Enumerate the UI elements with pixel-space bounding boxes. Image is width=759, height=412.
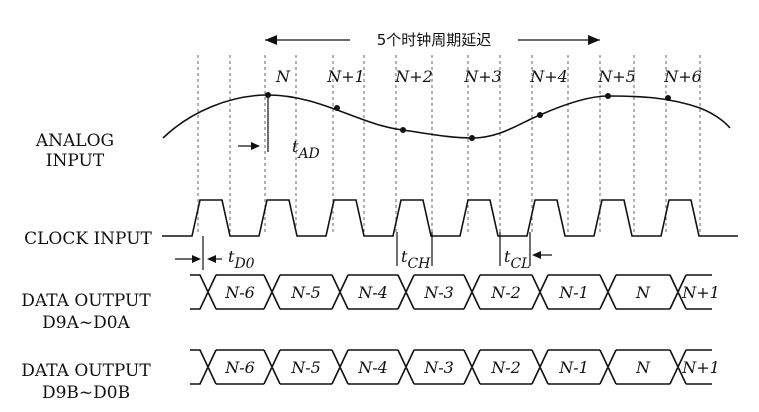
- sample-point: [665, 95, 671, 101]
- sample-label: N+1: [326, 67, 365, 86]
- bus-b-data-word: N: [635, 358, 651, 377]
- bus-b-data-word: N-3: [423, 358, 454, 377]
- data-output-b-label-2: D9B~D0B: [42, 383, 130, 403]
- sample-point: [469, 135, 475, 141]
- latency-annotation: 5个时钟周期延迟: [265, 31, 600, 49]
- data-output-a-label-2: D9A~D0A: [42, 313, 130, 333]
- data-bus-b: N-6 N-5 N-4 N-3 N-2 N-1 N N+1: [190, 349, 720, 385]
- tcl-arrowhead: [532, 251, 541, 259]
- bus-a-data-word: N-2: [490, 283, 521, 302]
- bus-b-data-word: N-4: [357, 358, 388, 377]
- sample-point: [334, 105, 340, 111]
- latency-arrowhead-right: [588, 35, 600, 45]
- bus-a-data-word: N: [635, 283, 651, 302]
- sample-label: N+4: [529, 67, 568, 86]
- td0-arrowhead-left: [192, 255, 201, 263]
- tch-label: tCH: [401, 247, 431, 272]
- sample-label: N: [275, 67, 291, 86]
- bus-b-data-word: N-1: [558, 358, 589, 377]
- sample-label: N+5: [597, 67, 636, 86]
- sample-label: N+2: [394, 67, 433, 86]
- bus-a-bus-outline: [190, 274, 712, 310]
- latency-arrowhead-left: [265, 35, 277, 45]
- sample-point: [605, 93, 611, 99]
- bus-b-data-word: N+1: [681, 358, 720, 377]
- analog-input-label-1: ANALOG: [35, 131, 114, 151]
- tcl-label: tCL: [504, 247, 530, 272]
- clock-timing: tD0 tCH tCL: [175, 232, 552, 272]
- bus-a-data-word: N-5: [290, 283, 321, 302]
- sample-label: N+3: [463, 67, 502, 86]
- bus-a-data-word: N-3: [423, 283, 454, 302]
- bus-b-data-word: N-2: [490, 358, 521, 377]
- data-bus-a: N-6 N-5 N-4 N-3 N-2 N-1 N N+1: [190, 274, 720, 310]
- bus-b-data-word: N-6: [224, 358, 255, 377]
- td0-arrowhead-right: [207, 255, 216, 263]
- data-output-a-label-1: DATA OUTPUT: [21, 291, 151, 311]
- bus-a-data-word: N-6: [224, 283, 255, 302]
- clock-input-label: CLOCK INPUT: [24, 229, 152, 249]
- analog-input-label-2: INPUT: [46, 151, 105, 171]
- bus-b-bus-outline: [190, 349, 712, 385]
- latency-title: 5个时钟周期延迟: [377, 31, 492, 49]
- td0-label: tD0: [228, 247, 255, 272]
- sample-labels: N N+1 N+2 N+3 N+4 N+5 N+6: [275, 67, 702, 86]
- sample-point: [537, 112, 543, 118]
- bus-a-data-word: N-4: [357, 283, 388, 302]
- tad-arrowhead: [251, 142, 260, 150]
- bus-a-data-word: N-1: [558, 283, 589, 302]
- sample-point: [400, 127, 406, 133]
- sample-label: N+6: [663, 67, 702, 86]
- bus-b-data-word: N-5: [290, 358, 321, 377]
- bus-a-data-word: N+1: [681, 283, 720, 302]
- tad-label: tAD: [292, 137, 320, 162]
- data-output-b-label-1: DATA OUTPUT: [21, 361, 151, 381]
- clock-waveform: [162, 199, 738, 237]
- analog-waveform: [162, 94, 731, 139]
